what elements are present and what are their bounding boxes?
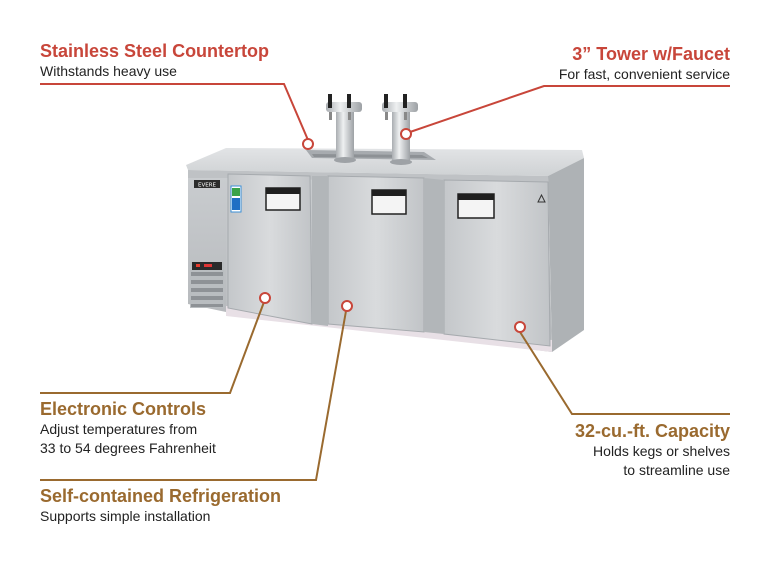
leader-line-controls (40, 301, 265, 394)
cooler-cabinet: EVERE (186, 148, 584, 352)
brand-badge (194, 180, 220, 188)
marker-controls (259, 292, 271, 304)
callout-refrigeration-desc: Supports simple installation (40, 508, 211, 524)
callout-refrigeration: Self-contained Refrigeration Supports si… (40, 485, 281, 526)
callout-controls-desc-line1: Adjust temperatures from (40, 421, 198, 437)
callout-controls-title: Electronic Controls (40, 399, 207, 419)
callout-tower: 3” Tower w/Faucet For fast, convenient s… (559, 43, 730, 84)
callout-capacity-title: 32-cu.-ft. Capacity (574, 421, 730, 441)
brand-badge-text: EVERE (198, 183, 217, 189)
callout-tower-title: 3” Tower w/Faucet (572, 44, 730, 64)
callout-capacity: 32-cu.-ft. Capacity Holds kegs or shelve… (575, 420, 730, 480)
marker-capacity (514, 321, 526, 333)
leader-line-countertop (40, 83, 309, 141)
callout-countertop-desc: Withstands heavy use (40, 63, 177, 79)
callout-capacity-desc-line2: to streamline use (623, 462, 730, 478)
warning-icon (537, 193, 546, 203)
callout-countertop: Stainless Steel Countertop Withstands he… (40, 40, 269, 81)
callout-refrigeration-title: Self-contained Refrigeration (40, 486, 282, 506)
marker-tower (400, 128, 412, 140)
leader-line-tower (409, 85, 730, 133)
leader-line-refrigeration (40, 310, 347, 481)
marker-countertop (302, 138, 314, 150)
callout-countertop-title: Stainless Steel Countertop (40, 41, 270, 61)
callout-controls-desc-line2: 33 to 54 degrees Fahrenheit (40, 440, 216, 456)
beer-tower-left (326, 94, 362, 163)
marker-refrigeration (341, 300, 353, 312)
callout-capacity-desc-line1: Holds kegs or shelves (593, 443, 730, 459)
countertop-surface (186, 148, 584, 176)
callout-tower-desc: For fast, convenient service (558, 66, 730, 82)
leader-line-capacity (519, 331, 730, 415)
callout-controls: Electronic Controls Adjust temperatures … (40, 398, 216, 458)
